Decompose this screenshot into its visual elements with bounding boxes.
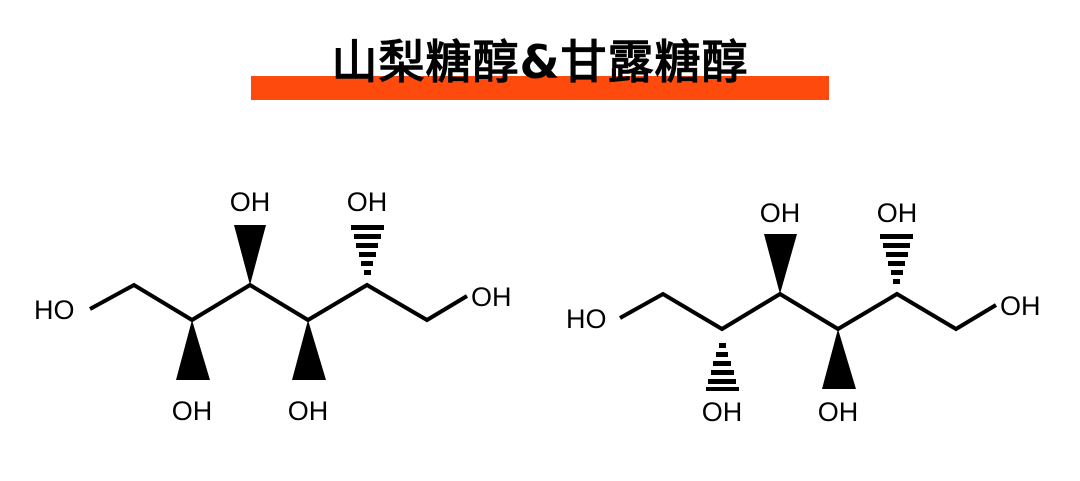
hydroxyl-label-c5: OH — [877, 198, 918, 228]
hydroxyl-label-left-end: HO — [34, 295, 75, 325]
page-title: 山梨糖醇&甘露糖醇 — [331, 35, 749, 89]
sorbitol-structure: HO OH OH OH OH OH — [34, 187, 512, 426]
hydroxyl-label-right-end: OH — [471, 282, 512, 312]
wedge-bond-c4 — [822, 329, 856, 389]
hydroxyl-label-c4: OH — [818, 397, 859, 427]
wedge-bond-c3 — [764, 234, 797, 294]
wedge-bond-c4 — [292, 320, 326, 380]
hydroxyl-label-c3: OH — [760, 198, 801, 228]
hydroxyl-label-c4: OH — [288, 396, 329, 426]
carbon-chain — [89, 282, 469, 323]
title-underline-bar — [251, 76, 829, 100]
hydroxyl-label-c2: OH — [172, 396, 213, 426]
carbon-chain — [619, 291, 998, 332]
wedge-bond-c3 — [234, 225, 266, 285]
mannitol-structure: HO OH OH OH OH OH — [566, 198, 1041, 427]
hydroxyl-label-right-end: OH — [1000, 291, 1041, 321]
hash-bond-c5 — [351, 225, 384, 275]
hydroxyl-label-c3: OH — [230, 187, 271, 217]
hash-bond-c5 — [880, 234, 913, 284]
wedge-bond-c2 — [176, 320, 210, 380]
hash-bond-c2 — [706, 343, 739, 391]
hydroxyl-label-c2: OH — [702, 397, 743, 427]
hydroxyl-label-left-end: HO — [566, 304, 607, 334]
hydroxyl-label-c5: OH — [347, 187, 388, 217]
